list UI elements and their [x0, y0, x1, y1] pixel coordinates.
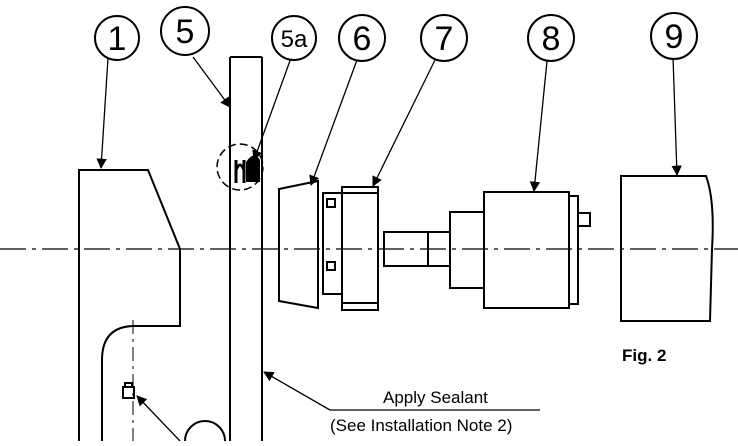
callout-6-circle	[338, 14, 386, 62]
installation-note-text: (See Installation Note 2)	[330, 416, 512, 435]
figure-label: Fig. 2	[622, 346, 666, 365]
leader-8	[529, 60, 548, 193]
leader-1	[96, 57, 109, 170]
callout-6-label: 6	[353, 20, 372, 58]
callout-9-circle	[650, 12, 698, 60]
part-9-cover	[620, 175, 714, 322]
callout-circles	[94, 6, 698, 442]
callout-9-label: 9	[665, 18, 684, 56]
callout-1-label: 1	[108, 20, 127, 58]
callout-5a-circle	[271, 15, 317, 61]
part-5-plate	[229, 56, 263, 441]
leader-fitting	[136, 395, 181, 442]
leader-sealant	[263, 371, 331, 411]
leader-5a	[252, 57, 292, 161]
part-1-housing	[78, 169, 181, 441]
leader-6	[309, 59, 358, 186]
leader-5	[192, 56, 231, 108]
apply-sealant-text: Apply Sealant	[383, 388, 488, 407]
callout-8-circle	[527, 14, 575, 62]
leader-7	[372, 57, 437, 187]
callout-8-label: 8	[542, 20, 561, 58]
leader-lines	[96, 56, 682, 442]
part-7-bearing	[322, 186, 379, 311]
leader-9	[671, 56, 682, 177]
part-8-motor	[383, 191, 591, 309]
callout-5-label: 5	[176, 13, 195, 51]
callout-5-circle	[160, 6, 210, 56]
callout-1-circle	[94, 15, 140, 61]
callout-7-label: 7	[435, 20, 454, 58]
callout-partial-circle	[184, 420, 226, 442]
part-5a-gasket-detail	[216, 143, 264, 191]
part-6-seal	[278, 179, 319, 310]
callout-7-circle	[420, 14, 468, 62]
callout-5a-label: 5a	[281, 26, 308, 53]
